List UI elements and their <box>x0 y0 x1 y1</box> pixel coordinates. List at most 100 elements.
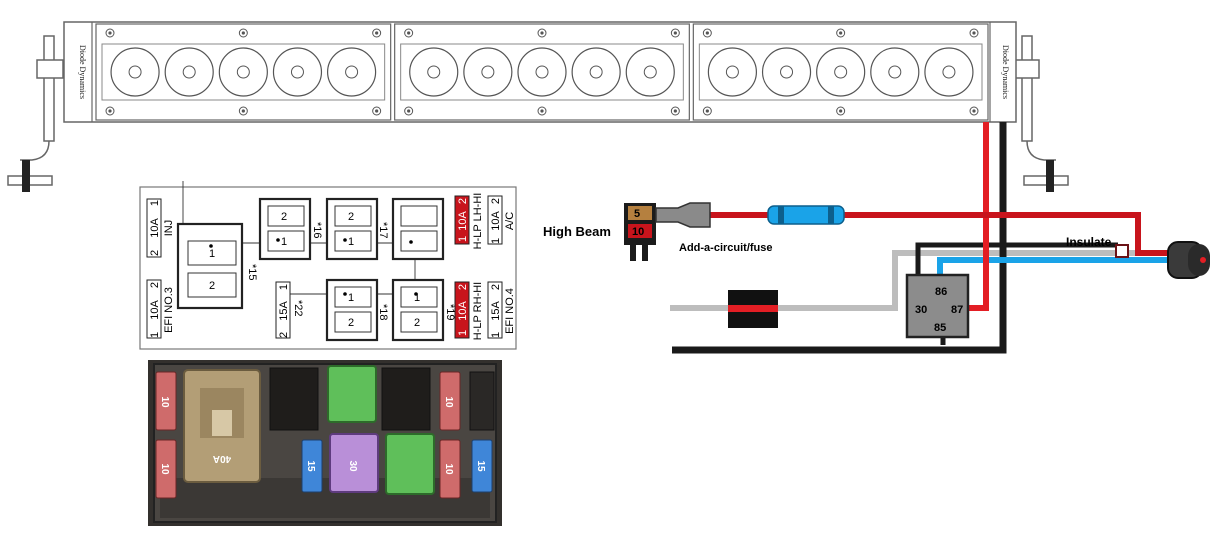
relay-module: 86 30 87 85 <box>905 273 970 339</box>
black-wire-ground <box>672 122 1007 354</box>
fuse-efi3-amp: 10A <box>149 300 161 320</box>
fuse-ac-right: 2 <box>490 198 502 204</box>
screw-center <box>705 31 709 35</box>
fuse-hlp-lh-name: H-LP LH-HI <box>472 193 484 250</box>
fuse-efi3-right: 2 <box>149 282 161 288</box>
fuse-photo-10-c-label: 10 <box>443 396 454 408</box>
led-segments <box>95 23 989 121</box>
fuse-photo-10-a <box>155 371 177 431</box>
relay-15: 1 2 *15 <box>176 222 258 310</box>
led-core <box>589 65 603 79</box>
relay-15-pin-1: 1 <box>209 248 215 260</box>
ref-16: *16 <box>311 222 323 239</box>
screw-center <box>839 31 843 35</box>
led-core <box>942 65 956 79</box>
light-bar-segment <box>692 23 989 121</box>
relay-15-pin-2: 2 <box>209 280 215 292</box>
fuse-box-photo: 40A 30 10 10 10 10 15 15 <box>148 360 502 526</box>
green-relay-bottom <box>385 433 435 495</box>
fuse-photo-10-d-label: 10 <box>443 463 454 475</box>
fuse-22-left: 2 <box>278 332 290 338</box>
relay-pin-85: 85 <box>934 322 946 334</box>
red-wire-power <box>966 122 989 311</box>
fuse-22-amp: 15A <box>278 301 290 321</box>
fuse-slot-hlp-lh-hi: 1 10A 2 H-LP LH-HI <box>454 193 484 250</box>
fuse-box-diagram: 1 2 *15 2 1 *16 2 1 *17 <box>139 181 517 350</box>
led-core <box>290 65 304 79</box>
led-core <box>780 65 794 79</box>
relay-17-pin-2: 2 <box>348 211 354 223</box>
led-core <box>427 65 441 79</box>
fuse-tap-top-value: 5 <box>634 208 640 220</box>
black-wire-switch <box>915 242 1118 345</box>
led-core <box>182 65 196 79</box>
fuse-slot-efi-no4: 1 15A 2 EFI NO.4 <box>487 281 516 339</box>
fuse-tap-bottom-value: 10 <box>632 226 644 238</box>
insulate-label: Insulate <box>1066 235 1112 249</box>
fuse-photo-15-a <box>301 439 323 493</box>
fuse-ac-amp: 10A <box>490 211 502 231</box>
fuse-hlp-lh-left: 1 <box>457 236 469 242</box>
fuse-30-label: 30 <box>347 460 358 472</box>
fuse-efi4-amp: 15A <box>490 301 502 321</box>
led-core <box>834 65 848 79</box>
green-relay-top <box>327 365 377 423</box>
relay-17: 2 1 *17 <box>325 197 389 261</box>
fuse-slot-inj: 1 10A 2 INJ <box>146 198 175 258</box>
fuse-efi4-left: 1 <box>490 332 502 338</box>
screw-center <box>540 109 544 113</box>
fuse-hlp-rh-name: H-LP RH-HI <box>472 282 484 340</box>
relay-19-pin-2: 2 <box>414 317 420 329</box>
led-core <box>481 65 495 79</box>
relay-pin-30: 30 <box>915 304 927 316</box>
ref-18: *18 <box>377 304 389 321</box>
led-core <box>345 65 359 79</box>
screw-center <box>705 109 709 113</box>
relay-16-pin-2: 2 <box>281 211 287 223</box>
screw-center <box>407 109 411 113</box>
led-core <box>128 65 142 79</box>
big-fuse-40a: 40A <box>183 369 261 483</box>
red-wire-battery <box>710 212 1170 256</box>
relay-18: 1 2 *18 <box>325 278 389 342</box>
fuse-30a-purple <box>329 433 379 493</box>
light-bar-segment <box>95 23 392 121</box>
high-beam-label: High Beam <box>543 224 611 239</box>
led-core <box>725 65 739 79</box>
fuse-inj-left: 1 <box>149 200 161 206</box>
gray-wire <box>670 250 1137 311</box>
inline-switch-sleeve <box>728 290 778 328</box>
fuse-ac-name: A/C <box>504 212 516 230</box>
fuse-photo-10-c <box>439 371 461 431</box>
relay-pin-86: 86 <box>935 286 947 298</box>
right-mount-bracket-icon <box>1012 35 1069 192</box>
relay-17-pin-1: 1 <box>348 236 354 248</box>
ref-19: *19 <box>444 304 456 321</box>
fuse-22-right: 1 <box>278 284 290 290</box>
screw-center <box>375 31 379 35</box>
screw-center <box>839 109 843 113</box>
relay-18-pin-1: 1 <box>348 292 354 304</box>
left-mount-bracket-icon <box>7 35 64 192</box>
relay-16-pin-1: 1 <box>281 236 287 248</box>
relay-empty-socket <box>391 197 445 261</box>
fuse-inj-right: 2 <box>149 250 161 256</box>
fuse-photo-10-b-label: 10 <box>159 463 170 475</box>
screw-center <box>673 109 677 113</box>
ref-17: *17 <box>377 222 389 239</box>
add-a-circuit-fuse-tap: 5 10 <box>624 202 711 261</box>
screw-center <box>241 31 245 35</box>
led-core <box>535 65 549 79</box>
screw-center <box>540 31 544 35</box>
fuse-inj-name: INJ <box>163 220 175 237</box>
relay-16: 2 1 *16 <box>258 197 323 261</box>
brand-label-right: Diode Dynamics <box>1001 45 1010 99</box>
blue-wire <box>937 257 1170 278</box>
fuse-hlp-lh-right: 2 <box>457 198 469 204</box>
fuse-hlp-lh-amp: 10A <box>457 211 469 231</box>
wiring-harness <box>670 122 1210 354</box>
fuse-photo-15-b <box>471 439 493 493</box>
fuse-slot-hlp-rh-hi: 1 10A 2 H-LP RH-HI <box>454 281 484 340</box>
led-core <box>236 65 250 79</box>
fuse-efi3-name: EFI NO.3 <box>163 287 175 333</box>
